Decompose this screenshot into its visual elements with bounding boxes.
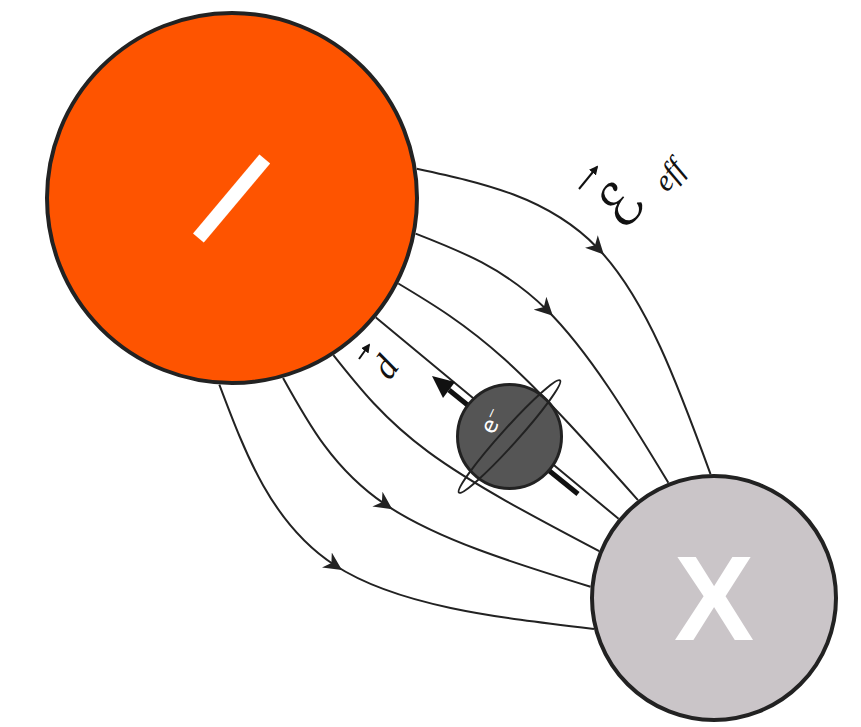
circle-fill	[592, 476, 836, 720]
field-line	[333, 355, 599, 551]
circle-fill	[47, 13, 417, 383]
dipole-symbol: d	[363, 347, 407, 387]
dipole-arrow-head	[432, 376, 455, 398]
atom-circle: I	[45, 11, 419, 385]
field-line	[398, 283, 638, 500]
field-line	[376, 317, 619, 518]
field-symbol: ℰ	[583, 170, 656, 241]
node-letter: X	[674, 538, 754, 658]
field-subscript: eff	[646, 152, 692, 199]
field-line	[219, 385, 594, 629]
electron-circle: e⁻	[456, 383, 563, 490]
circle-fill	[458, 385, 562, 489]
circle-outline	[456, 383, 563, 490]
spin-ring	[454, 376, 567, 499]
atom-circle: X	[590, 474, 838, 722]
